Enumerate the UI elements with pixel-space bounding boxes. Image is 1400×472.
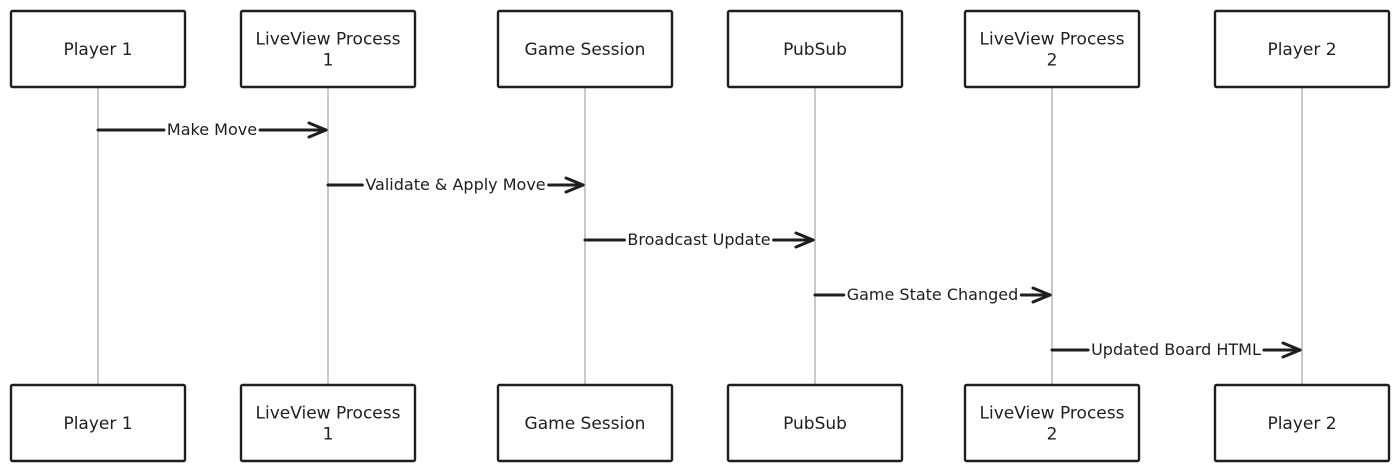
message-label: Make Move: [167, 120, 257, 139]
participant-label: Player 2: [1267, 40, 1336, 60]
participant-label: LiveView Process: [256, 30, 401, 50]
participant-label: LiveView Process: [980, 404, 1125, 424]
participant-label: Player 1: [63, 40, 132, 60]
participant-box: [726, 383, 904, 463]
arrowhead: [1031, 286, 1052, 304]
participant-p2-bottom: Player 2: [1213, 383, 1391, 463]
message-label: Updated Board HTML: [1091, 340, 1261, 359]
participant-label: Game Session: [525, 40, 646, 60]
message-3: Broadcast Update: [583, 230, 815, 249]
participant-box: [1213, 383, 1391, 463]
message-label: Broadcast Update: [627, 230, 770, 249]
message-5: Updated Board HTML: [1050, 340, 1302, 359]
participant-label: 2: [1047, 51, 1058, 71]
lifelines: [97, 87, 1303, 385]
participant-box: [496, 9, 674, 89]
message-label: Game State Changed: [847, 285, 1019, 304]
participant-p2-top: Player 2: [1213, 9, 1391, 89]
participant-ps-top: PubSub: [726, 9, 904, 89]
arrowhead: [794, 231, 815, 249]
participant-box: [963, 383, 1141, 463]
participant-box: [239, 383, 417, 463]
message-1: Make Move: [96, 120, 328, 139]
participant-box: [963, 9, 1141, 89]
participant-label: Game Session: [525, 414, 646, 434]
participant-label: LiveView Process: [980, 30, 1125, 50]
participant-label: Player 2: [1267, 414, 1336, 434]
participant-gs-top: Game Session: [496, 9, 674, 89]
participant-label: 1: [323, 51, 334, 71]
participant-gs-bottom: Game Session: [496, 383, 674, 463]
participant-label: PubSub: [783, 40, 847, 60]
participant-label: 1: [323, 425, 334, 445]
participant-box: [726, 9, 904, 89]
message-2: Validate & Apply Move: [326, 175, 585, 194]
participant-label: PubSub: [783, 414, 847, 434]
participant-label: 2: [1047, 425, 1058, 445]
participant-p1-top: Player 1: [9, 9, 187, 89]
arrowhead: [307, 121, 328, 139]
participant-label: Player 1: [63, 414, 132, 434]
participant-p1-bottom: Player 1: [9, 383, 187, 463]
participant-box: [239, 9, 417, 89]
participant-box: [9, 9, 187, 89]
participant-box: [9, 383, 187, 463]
arrowhead: [564, 176, 585, 194]
message-label: Validate & Apply Move: [365, 175, 545, 194]
participant-label: LiveView Process: [256, 404, 401, 424]
participant-ps-bottom: PubSub: [726, 383, 904, 463]
message-4: Game State Changed: [813, 285, 1052, 304]
participant-box: [496, 383, 674, 463]
arrowhead: [1281, 341, 1302, 359]
participant-box: [1213, 9, 1391, 89]
